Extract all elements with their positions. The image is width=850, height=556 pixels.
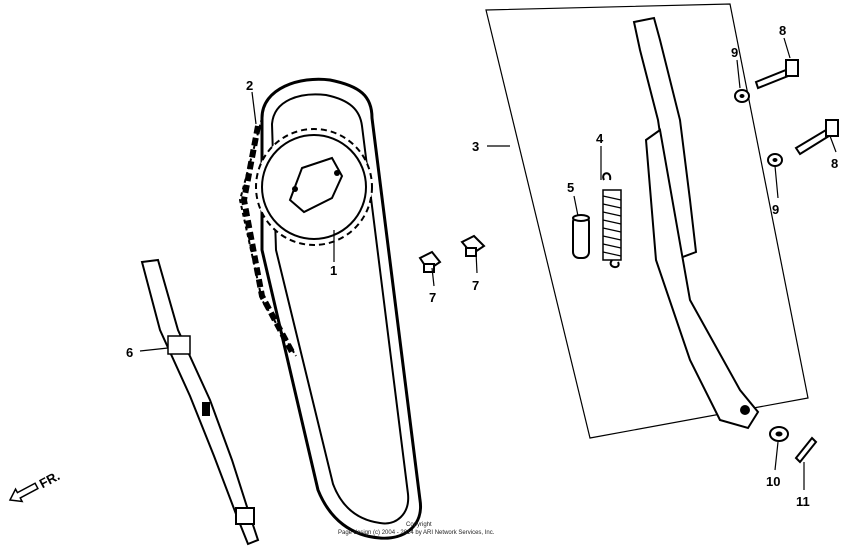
washer-10 — [769, 426, 789, 442]
bolt-7-left — [418, 250, 442, 273]
tensioner-assembly-box — [485, 3, 809, 439]
copyright-line-1: Copyright — [406, 522, 432, 528]
washer-9-upper — [734, 89, 750, 103]
callout-7-left: 7 — [429, 290, 436, 305]
callout-1: 1 — [330, 263, 337, 278]
chain-guide — [140, 258, 260, 546]
callout-3: 3 — [472, 139, 479, 154]
callout-5: 5 — [567, 180, 574, 195]
callout-2: 2 — [246, 78, 253, 93]
tensioner-spring — [602, 172, 622, 268]
tensioner-arm — [632, 16, 760, 430]
cam-sprocket — [255, 128, 373, 246]
bolt-8-lower — [794, 119, 839, 156]
tensioner-pin — [572, 214, 590, 259]
pin-11 — [794, 436, 818, 464]
callout-8-lower: 8 — [831, 156, 838, 171]
callout-7-right: 7 — [472, 278, 479, 293]
copyright-line-2: Page design (c) 2004 - 2014 by ARI Netwo… — [338, 530, 495, 536]
arrow-left-icon — [8, 482, 39, 503]
bolt-7-right — [460, 234, 486, 257]
callout-8-upper: 8 — [779, 23, 786, 38]
front-direction-indicator: FR. — [8, 468, 63, 503]
callout-10: 10 — [766, 474, 780, 489]
callout-6: 6 — [126, 345, 133, 360]
callout-9-upper: 9 — [731, 45, 738, 60]
washer-9-lower — [767, 153, 783, 167]
callout-11: 11 — [796, 494, 810, 509]
callout-4: 4 — [596, 131, 604, 146]
leader-lines — [139, 37, 837, 490]
callout-9-lower: 9 — [772, 202, 779, 217]
bolt-8-upper — [754, 59, 799, 90]
front-label: FR. — [37, 468, 63, 491]
